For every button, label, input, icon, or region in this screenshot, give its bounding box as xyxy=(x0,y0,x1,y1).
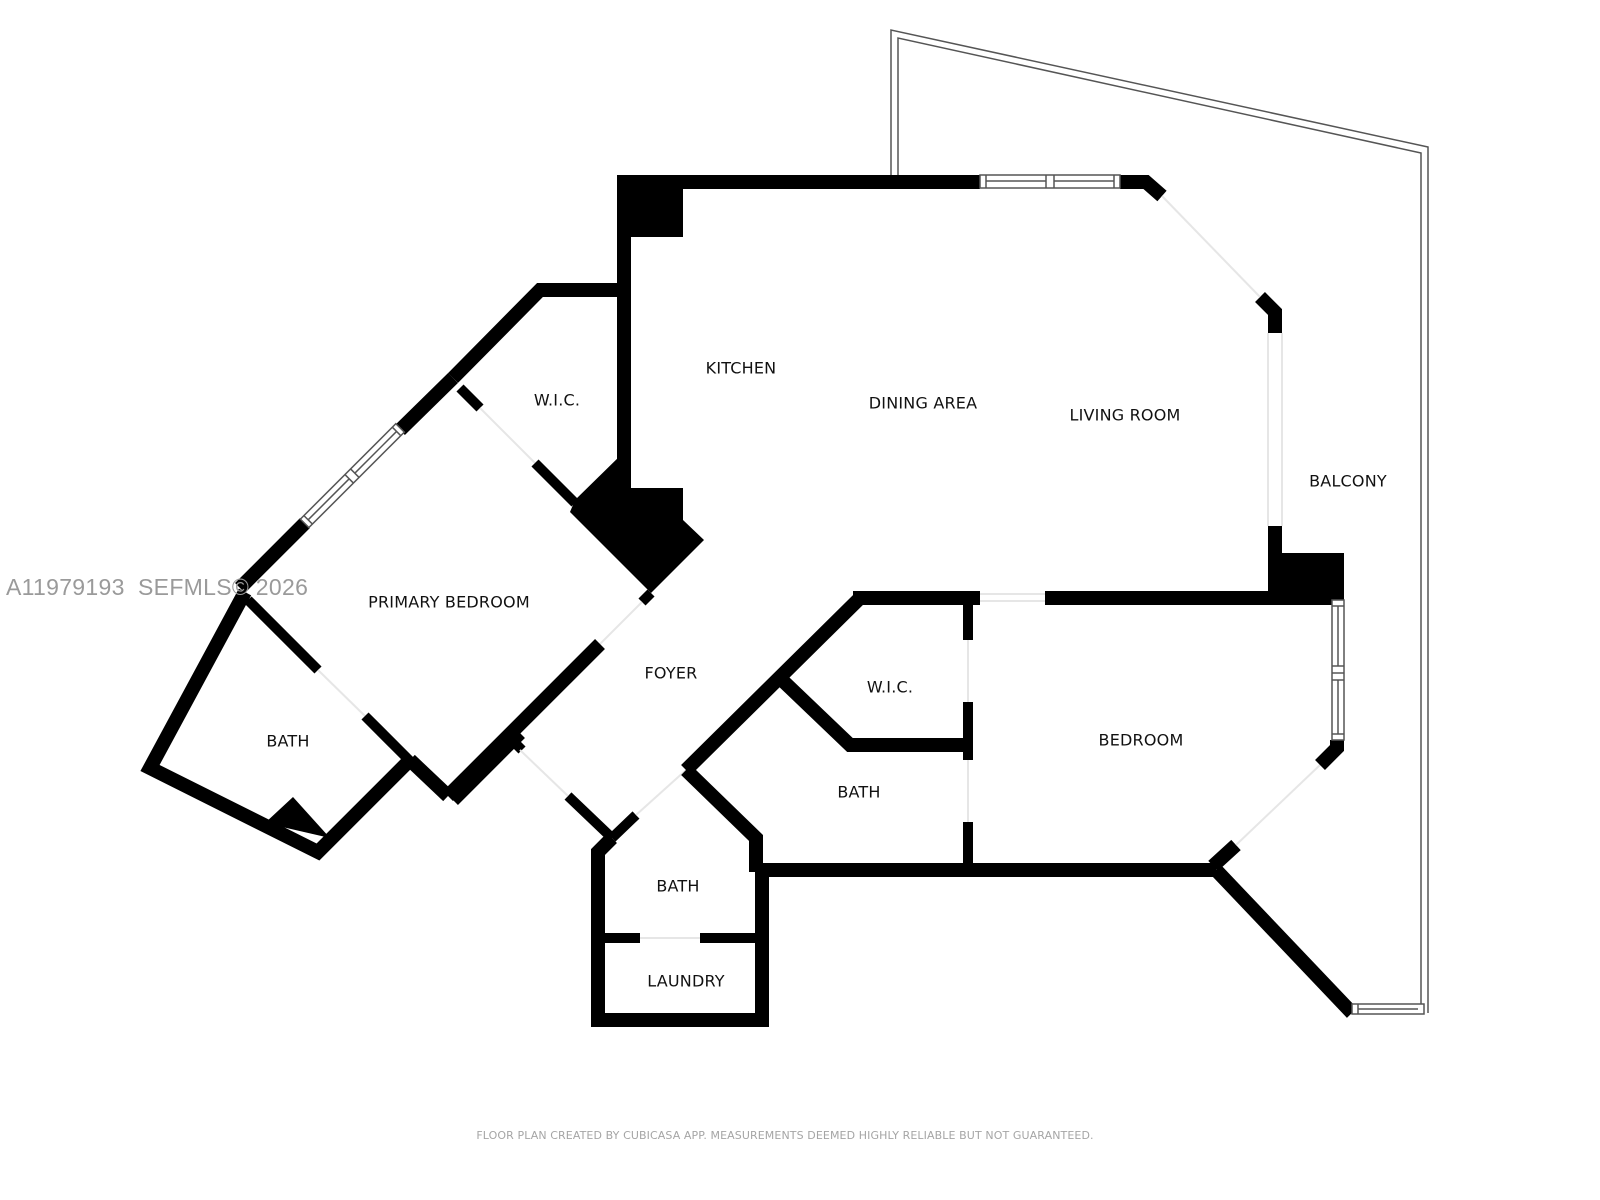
label-bedroom: BEDROOM xyxy=(1099,731,1184,750)
label-kitchen: KITCHEN xyxy=(706,359,777,378)
label-primary-bedroom: PRIMARY BEDROOM xyxy=(368,593,530,612)
window-primary-bedroom xyxy=(299,422,406,529)
label-laundry: LAUNDRY xyxy=(647,972,725,991)
balcony-railing xyxy=(890,29,1429,1013)
primary-bath-walls xyxy=(140,588,416,861)
window-balcony-bottom xyxy=(1351,1003,1425,1015)
footer-disclaimer: FLOOR PLAN CREATED BY CUBICASA APP. MEAS… xyxy=(476,1129,1094,1142)
label-wic-primary: W.I.C. xyxy=(534,391,580,410)
window-top xyxy=(979,174,1121,189)
label-bath-primary: BATH xyxy=(266,732,309,751)
window-bedroom xyxy=(1331,599,1345,741)
label-living-room: LIVING ROOM xyxy=(1069,406,1180,425)
bedroom-wing-walls xyxy=(681,591,1358,1018)
mls-watermark: A11979193 SEFMLS© 2026 xyxy=(6,574,309,600)
label-balcony: BALCONY xyxy=(1309,472,1387,491)
label-foyer: FOYER xyxy=(645,664,698,683)
label-wic-bedroom: W.I.C. xyxy=(867,678,913,697)
main-walls xyxy=(617,175,1344,605)
hall-bath-walls xyxy=(519,749,769,1027)
glass-openings xyxy=(980,195,1283,602)
label-bath-bedroom: BATH xyxy=(837,783,880,802)
label-dining-area: DINING AREA xyxy=(869,394,978,413)
primary-suite-walls xyxy=(235,283,704,805)
room-labels: KITCHEN DINING AREA LIVING ROOM BALCONY … xyxy=(266,359,1387,991)
label-bath-hall: BATH xyxy=(656,877,699,896)
